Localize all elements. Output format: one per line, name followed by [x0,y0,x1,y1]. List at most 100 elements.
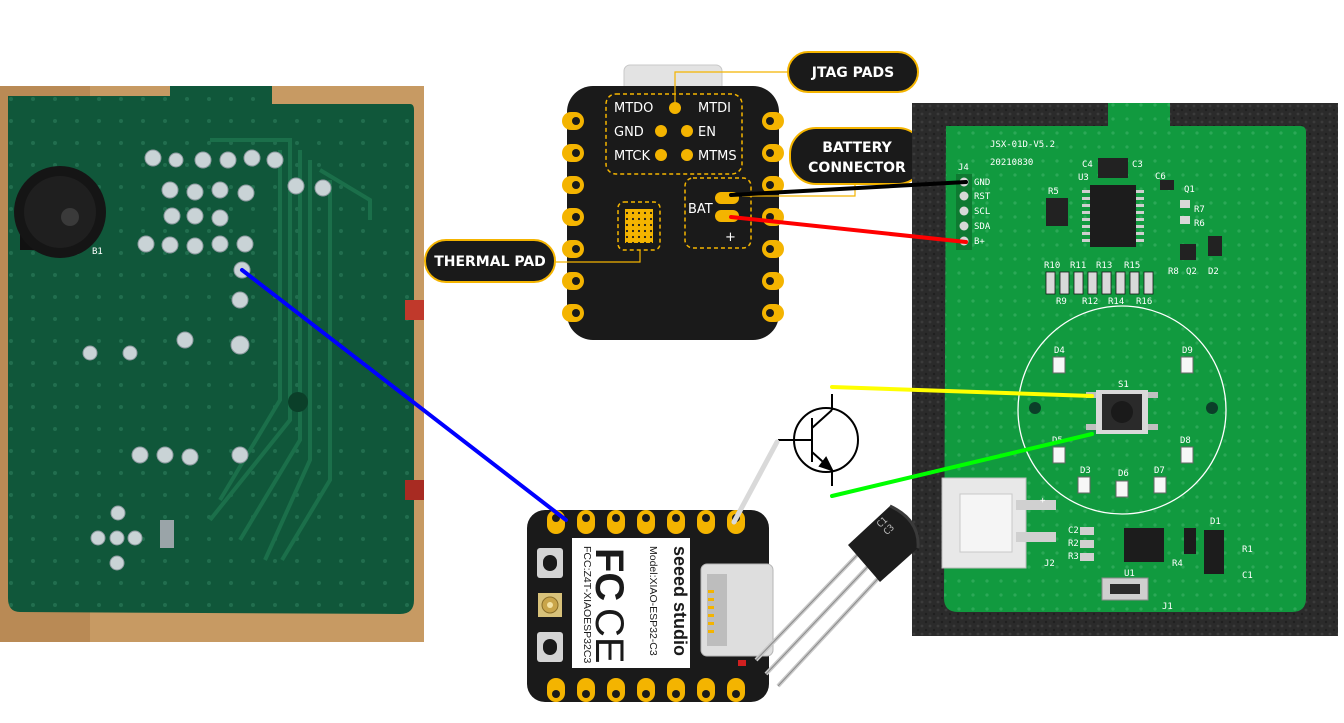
left-pcb-header-pads [160,520,174,548]
resistor-array: R10 R11 R13 R15 R9 R12 R14 R16 [1044,261,1154,307]
svg-text:R2: R2 [1068,539,1079,549]
board-title: JSX-01D-V5.2 [990,140,1055,150]
pad-label-en: EN [698,125,716,140]
wire-black [729,180,968,197]
xiao-esp32c3-board: seeed studio Model:XIAO-ESP32-C3 FCC:Z4T… [527,510,774,702]
svg-text:U3: U3 [1078,173,1089,183]
svg-text:C6: C6 [1155,172,1166,182]
svg-text:U1: U1 [1124,569,1135,579]
svg-text:R4: R4 [1172,559,1183,569]
transistor-to92: C1 C3 [754,504,920,688]
led-ring-outline [1017,305,1227,515]
battery-callout-label-1: BATTERY [822,140,892,156]
svg-text:R10: R10 [1044,261,1060,271]
svg-text:J1: J1 [1162,602,1173,612]
svg-text:D2: D2 [1208,267,1219,277]
header-pin-b-plus: B+ [974,237,985,247]
brand-label: seeed studio [670,546,690,656]
board-date: 20210830 [990,158,1033,168]
xiao-pinout-diagram: MTDO MTDI GND EN MTCK MTMS BAT + JTAG PA… [424,51,925,340]
pad-label-mtck: MTCK [614,149,650,164]
left-pcb-solder-pads [82,149,332,571]
svg-text:D4: D4 [1054,346,1065,356]
jtag-callout-line [674,71,790,102]
battery-callout: BATTERY CONNECTOR [789,127,925,185]
header-pin-sda: SDA [974,222,991,232]
fcc-mark: FC [587,548,631,601]
svg-text:C2: C2 [1068,526,1079,536]
transistor-body [848,506,919,582]
svg-text:R6: R6 [1194,219,1205,229]
svg-text:R9: R9 [1056,297,1067,307]
xiao-module-back [567,86,779,340]
wire-gray [731,439,780,525]
jtag-callout-label: JTAG PADS [811,65,894,81]
jst-connector-j2: + [941,477,1056,569]
pad-label-mtms: MTMS [698,149,737,164]
ic-u1 [1124,528,1164,562]
jtag-callout: JTAG PADS [787,51,919,93]
svg-text:R13: R13 [1096,261,1112,271]
buzzer: B1 [14,166,106,258]
push-button-s1 [1086,390,1158,434]
battery-callout-line [742,180,856,197]
ic-small [1046,198,1068,226]
wire-blue [240,268,568,522]
thermal-callout: THERMAL PAD [424,239,556,283]
svg-text:R5: R5 [1048,187,1059,197]
leds [1052,356,1194,498]
ce-mark: CE [587,608,631,664]
header-ref-j4: J4 [958,163,969,173]
svg-text:Q1: Q1 [1184,185,1195,195]
svg-text:D9: D9 [1182,346,1193,356]
bat-plus-sign: + [725,230,736,245]
model-label: Model:XIAO-ESP32-C3 [647,546,659,656]
svg-text:R15: R15 [1124,261,1140,271]
pad-label-mtdi: MTDI [698,101,731,116]
svg-text:R11: R11 [1070,261,1086,271]
svg-text:D3: D3 [1080,466,1091,476]
pad-label-gnd: GND [614,125,644,140]
status-led [738,660,746,666]
svg-text:J2: J2 [1044,559,1055,569]
diode-d1 [1204,530,1224,574]
svg-text:R12: R12 [1082,297,1098,307]
jtag-pad-outline [605,93,743,175]
bat-label: BAT [688,202,713,217]
wires [240,180,1094,525]
buzzer-ref-label: B1 [92,247,103,257]
thermal-pad-outline [617,201,661,251]
ic-u3 [1082,185,1144,247]
jtag-pads [655,102,693,161]
svg-text:C1: C1 [1242,571,1253,581]
thermal-callout-label: THERMAL PAD [434,254,546,270]
left-pcb-traces [208,138,372,562]
fcc-id-label: FCC:Z4T-XIAOESP32C3 [581,546,593,663]
cap-c4 [1098,158,1128,178]
castellated-pads [562,112,784,322]
svg-text:R14: R14 [1108,297,1124,307]
svg-text:R7: R7 [1194,205,1205,215]
svg-text:D1: D1 [1210,517,1221,527]
xiao-label [572,538,690,668]
left-pcb-mount-hole [288,392,308,412]
svg-text:Q2: Q2 [1186,267,1197,277]
svg-text:C3: C3 [1132,160,1143,170]
svg-text:D8: D8 [1180,436,1191,446]
svg-text:D6: D6 [1118,469,1129,479]
battery-callout-label-2: CONNECTOR [808,160,906,176]
left-pcb-photo: B1 [0,86,424,642]
battery-pad-outline [684,177,752,249]
wire-red [729,215,968,244]
svg-text:R16: R16 [1136,297,1152,307]
header-pin-rst: RST [974,192,991,202]
top-component-refs: C4 C3 U3 C6 Q1 R7 R6 R5 R8 Q2 D2 [1048,160,1219,277]
svg-text:R1: R1 [1242,545,1253,555]
right-pcb-photo: JSX-01D-V5.2 20210830 J4 GND RST SCL SDA… [912,103,1338,636]
pad-label-mtdo: MTDO [614,101,653,116]
wire-green [830,432,1094,498]
svg-text:D7: D7 [1154,466,1165,476]
svg-text:+: + [1040,496,1046,506]
bottom-refs: J2 C2 R2 R3 U1 R4 D1 R1 C1 J1 [1044,517,1253,612]
